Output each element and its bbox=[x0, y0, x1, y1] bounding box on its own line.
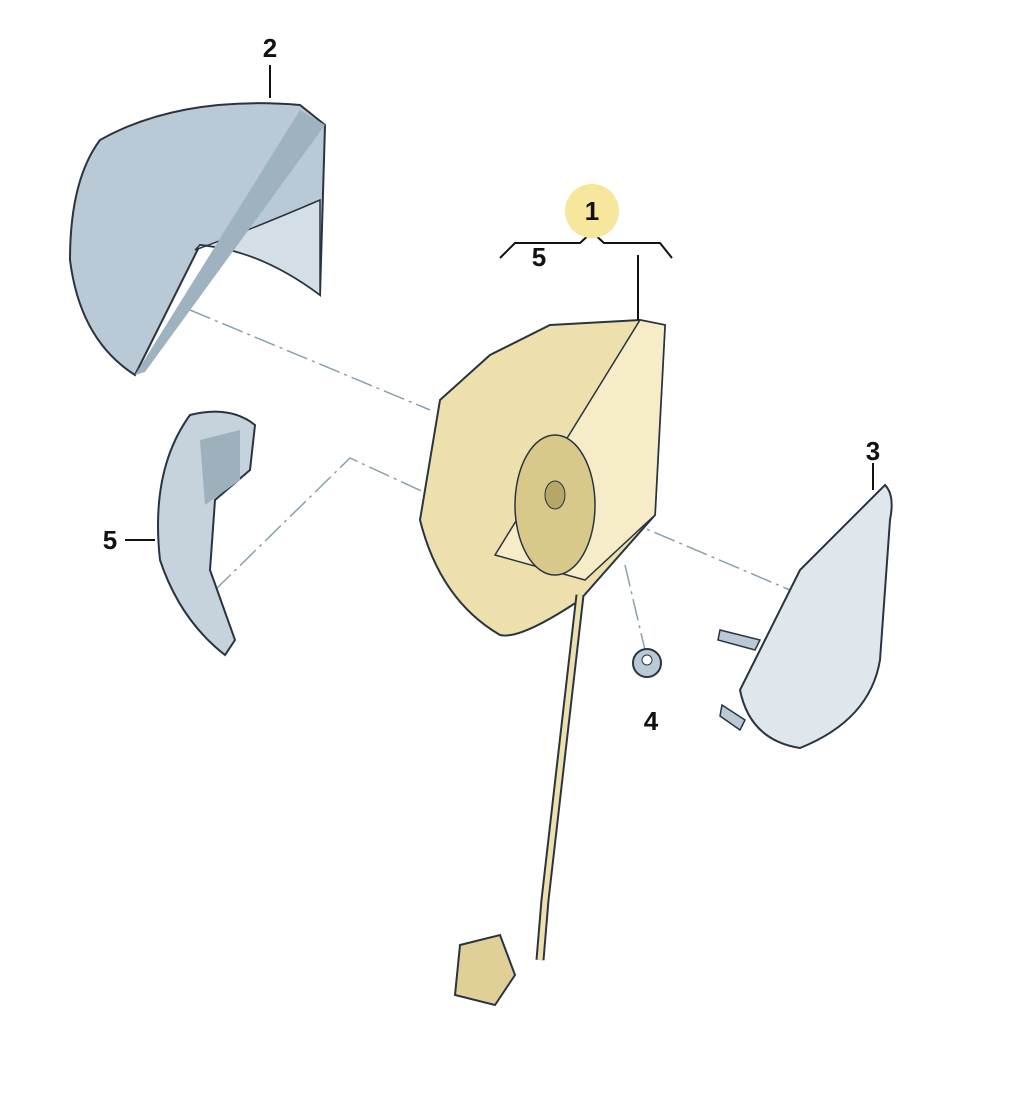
callout-5-subassembly[interactable]: 5 bbox=[532, 242, 546, 272]
mirror-glass-part[interactable] bbox=[717, 483, 893, 750]
mirror-housing-part[interactable] bbox=[418, 318, 667, 1007]
callout-5-lamp[interactable]: 5 bbox=[103, 525, 117, 555]
callout-1-highlight bbox=[565, 184, 619, 238]
callout-4[interactable]: 4 bbox=[644, 706, 659, 736]
callout-2[interactable]: 2 bbox=[263, 33, 277, 63]
callout-3[interactable]: 3 bbox=[866, 436, 880, 466]
turn-signal-lamp-part[interactable] bbox=[157, 410, 257, 657]
nut-part[interactable] bbox=[632, 648, 662, 678]
mirror-cap-part[interactable] bbox=[68, 102, 327, 377]
callout-1[interactable]: 1 bbox=[585, 196, 599, 226]
